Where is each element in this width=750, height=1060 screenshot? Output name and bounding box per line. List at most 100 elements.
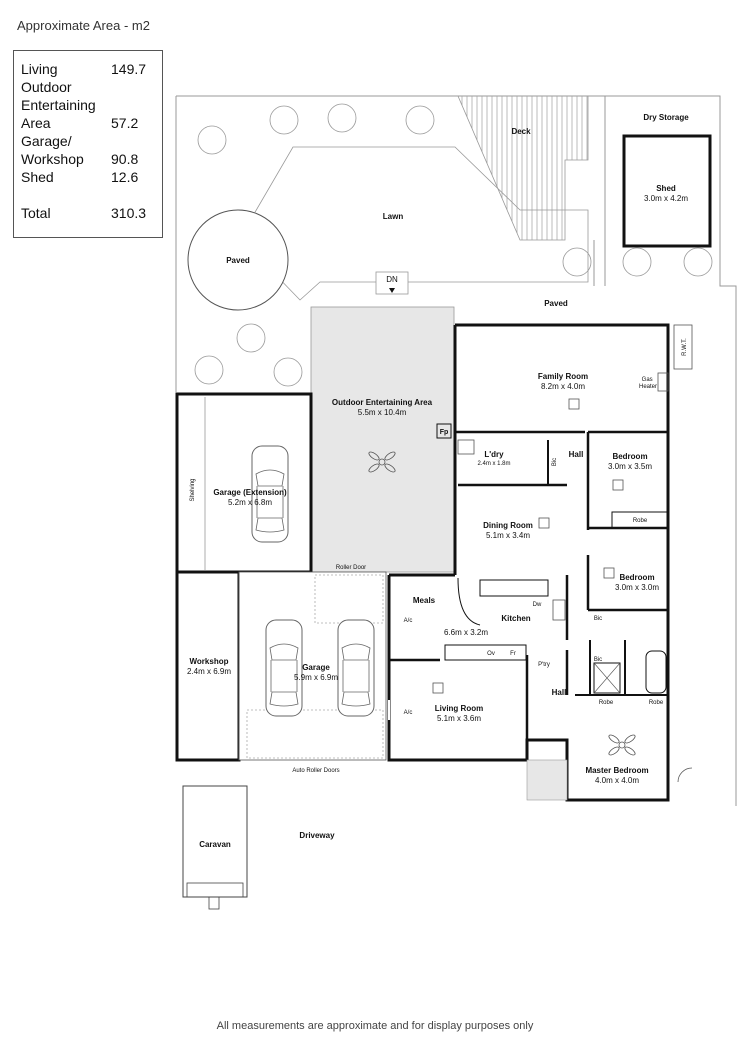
pantry-label: P'try <box>538 662 550 668</box>
gas-heater-label: Gas Heater <box>639 377 657 390</box>
paved-circle-label: Paved <box>226 256 250 265</box>
kitchen-curve <box>457 577 481 626</box>
dining-name: Dining Room <box>483 521 533 530</box>
shed-size: 3.0m x 4.2m <box>644 194 688 203</box>
robe-label: Robe <box>649 700 664 706</box>
ov-label: Ov <box>487 651 495 657</box>
outdoor-name: Outdoor Entertaining Area <box>332 398 433 407</box>
area-label: Outdoor Entertaining Area <box>21 79 96 131</box>
area-row-total: Total 310.3 <box>21 204 155 222</box>
area-row-garage: Garage/ Workshop 90.8 <box>21 132 155 168</box>
ac-label: A/c <box>404 710 413 716</box>
garage-extension <box>175 392 313 574</box>
outdoor-entertaining-area <box>310 306 455 573</box>
shelving-label: Shelving <box>190 478 196 501</box>
area-row-outdoor: Outdoor Entertaining Area 57.2 <box>21 78 155 132</box>
robe-label: Robe <box>633 518 648 524</box>
tree <box>405 105 435 135</box>
hall-top-label: Hall <box>569 450 584 459</box>
workshop <box>175 570 241 762</box>
caravan-hitch <box>208 896 220 910</box>
gas-heater <box>657 372 669 392</box>
family-room-size: 8.2m x 4.0m <box>541 382 585 391</box>
area-table: Living 149.7 Outdoor Entertaining Area 5… <box>13 50 163 238</box>
ac-label: A/c <box>404 618 413 624</box>
fr-label: Fr <box>510 651 516 657</box>
dn-arrow-icon <box>389 288 395 293</box>
bath <box>645 650 667 694</box>
area-label: Shed <box>21 169 54 185</box>
bedroom-2-name: Bedroom <box>619 573 654 582</box>
garage-ext-name: Garage (Extension) <box>213 488 287 497</box>
dw-label: Dw <box>533 602 542 608</box>
bedroom-1-name: Bedroom <box>612 452 647 461</box>
robe <box>611 511 669 529</box>
ceiling-fan-icon <box>608 734 636 756</box>
fp-label: Fp <box>440 429 449 436</box>
driveway-label: Driveway <box>299 831 335 840</box>
tree <box>273 357 303 387</box>
garage-name: Garage <box>302 663 330 672</box>
gas-heater-line1: Gas <box>642 377 653 383</box>
area-label: Garage/ Workshop <box>21 133 84 167</box>
kitchen-name: Kitchen <box>501 614 530 623</box>
paved-label: Paved <box>544 299 568 308</box>
tree <box>622 247 652 277</box>
rwt-label: R.W.T. <box>682 338 688 356</box>
rwt-tank <box>673 324 693 370</box>
garage-ext-size: 5.2m x 6.8m <box>228 498 272 507</box>
tree <box>269 105 299 135</box>
living-name: Living Room <box>435 704 483 713</box>
area-value: 90.8 <box>111 151 139 167</box>
dining-size: 5.1m x 3.4m <box>486 531 530 540</box>
deck-label: Deck <box>511 127 531 136</box>
master-size: 4.0m x 4.0m <box>595 776 639 785</box>
laundry-size: 2.4m x 1.8m <box>477 461 510 467</box>
caravan-label: Caravan <box>199 840 231 849</box>
tree <box>683 247 713 277</box>
house-outer-wall <box>387 323 670 802</box>
shower <box>593 662 621 694</box>
laundry-name: L'dry <box>484 450 504 459</box>
light-icon <box>603 567 615 579</box>
living-size: 5.1m x 3.6m <box>437 714 481 723</box>
light-icon <box>538 517 550 529</box>
light-icon <box>432 682 444 694</box>
tree <box>562 247 592 277</box>
workshop-size: 2.4m x 6.9m <box>187 667 231 676</box>
footer-note: All measurements are approximate and for… <box>216 1020 534 1032</box>
dn-label: DN <box>386 275 398 284</box>
side-gate <box>677 767 693 783</box>
kitchen-island <box>444 644 527 661</box>
dn-step <box>375 271 409 295</box>
area-value: 12.6 <box>111 169 139 185</box>
car-icon <box>337 619 375 717</box>
bedroom-1-size: 3.0m x 3.5m <box>608 462 652 471</box>
ceiling-fan-icon <box>368 451 396 473</box>
shed-name: Shed <box>656 184 676 193</box>
hall-bottom-label: Hall <box>552 688 567 697</box>
area-row-shed: Shed 12.6 <box>21 168 155 186</box>
kitchen-size: 6.6m x 3.2m <box>444 628 488 637</box>
bic-label: Bic <box>552 458 558 466</box>
light-icon <box>568 398 580 410</box>
car-icon <box>265 619 303 717</box>
family-room-name: Family Room <box>538 372 588 381</box>
roller-door-label: Roller Door <box>336 565 366 571</box>
bedroom-2-size: 3.0m x 3.0m <box>615 583 659 592</box>
workshop-name: Workshop <box>190 657 229 666</box>
area-title: Approximate Area - m2 <box>17 18 150 33</box>
laundry-trough <box>457 439 475 455</box>
area-total-value: 310.3 <box>111 205 147 221</box>
fireplace <box>436 423 452 439</box>
paved-circle <box>187 209 289 311</box>
garage-size: 5.9m x 6.9m <box>294 673 338 682</box>
area-label: Living <box>21 61 58 77</box>
caravan <box>182 785 248 898</box>
garage-door-zone <box>246 709 384 759</box>
deck <box>457 95 589 241</box>
tree <box>236 323 266 353</box>
area-total-label: Total <box>21 205 51 221</box>
tree <box>197 125 227 155</box>
